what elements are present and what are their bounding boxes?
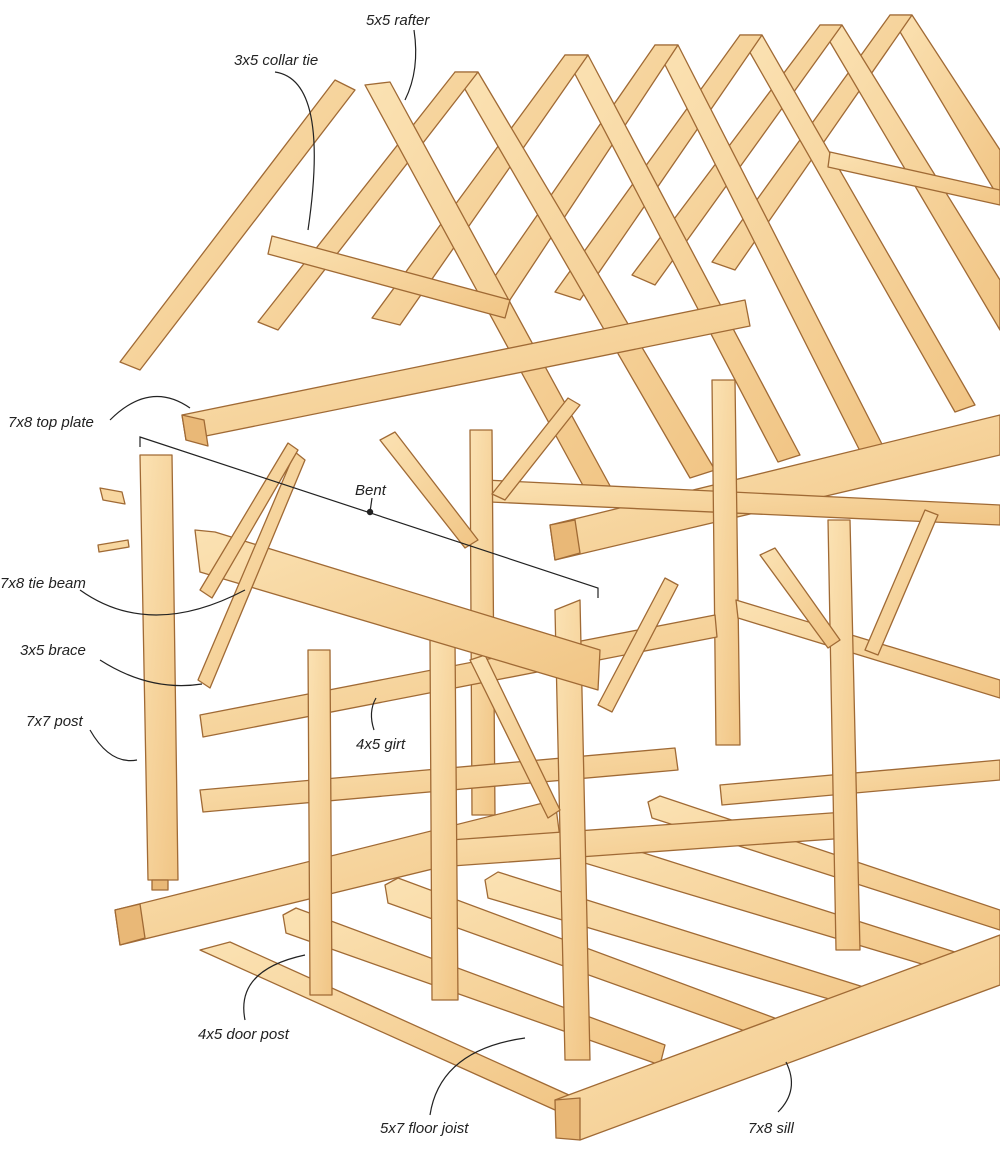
leader-tie-beam (79, 589, 246, 616)
rafter (371, 54, 589, 326)
label-tie-beam: 7x8 tie beam (0, 575, 86, 592)
label-girt: 4x5 girt (356, 736, 406, 753)
brace (759, 547, 841, 649)
tie-beam-front (194, 529, 601, 691)
post-right (827, 519, 861, 951)
label-sill: 7x8 sill (748, 1120, 794, 1137)
rafter (554, 34, 763, 301)
leaders (79, 29, 793, 1116)
post-back-right (711, 379, 741, 746)
sill-right-end (554, 1097, 581, 1141)
front-bent (194, 442, 939, 1061)
brace (864, 509, 939, 656)
post-door (429, 639, 459, 1001)
girt-far (719, 759, 1000, 806)
brace (491, 397, 581, 501)
post-tenon (151, 879, 169, 891)
label-top-plate: 7x8 top plate (8, 414, 94, 431)
brace (597, 577, 679, 713)
post-7x7 (139, 454, 179, 881)
label-floor-joist: 5x7 floor joist (380, 1120, 469, 1137)
brace (379, 431, 479, 549)
label-bent: Bent (355, 482, 386, 499)
post-door (307, 649, 333, 996)
brace-tie (199, 442, 299, 599)
post-front-right (554, 599, 591, 1061)
top-plate-right-end (549, 519, 581, 561)
label-post: 7x7 post (26, 713, 83, 730)
label-door-post: 4x5 door post (198, 1026, 289, 1043)
brace-tie (197, 451, 306, 689)
top-plate-left-end (181, 414, 209, 447)
leader-rafter (404, 29, 417, 101)
exploded-post (97, 454, 179, 891)
leader-floor-joist (429, 1037, 526, 1116)
leader-girt (370, 697, 377, 731)
peg (97, 539, 130, 553)
leader-collar-tie (274, 71, 315, 231)
rafters (119, 14, 1000, 503)
brace (469, 654, 561, 819)
label-collar-tie: 3x5 collar tie (234, 52, 319, 69)
purlin (827, 151, 1000, 206)
leader-sill (777, 1061, 793, 1113)
peg (99, 487, 126, 505)
label-rafter: 5x5 rafter (366, 12, 430, 29)
leader-post (89, 729, 138, 762)
leader-brace (99, 659, 203, 687)
top-plates (181, 299, 1000, 561)
rafter-front-left (119, 79, 356, 371)
leader-bent (369, 497, 373, 513)
sill-left-end (114, 903, 146, 946)
label-brace: 3x5 brace (20, 642, 86, 659)
leader-top-plate (109, 395, 191, 421)
leader-door-post (243, 954, 306, 1021)
collar-tie (267, 235, 511, 319)
